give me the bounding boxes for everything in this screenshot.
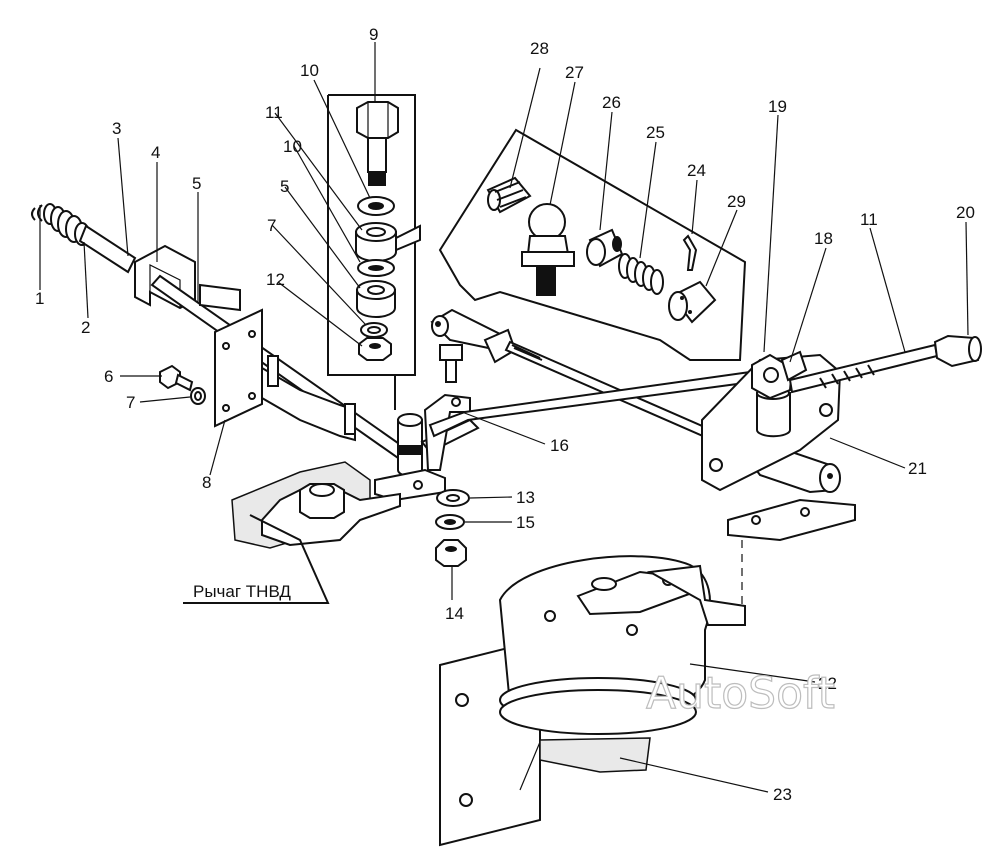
watermark: AutoSoft [646, 668, 835, 719]
knob-20 [933, 334, 982, 368]
inset-fasteners [327, 94, 421, 410]
label-part-27: 27 [565, 63, 584, 82]
pivot-19 [751, 353, 794, 400]
label-part-11-right: 11 [860, 210, 878, 229]
label-part-10-lower: 10 [283, 137, 302, 156]
bushing-10 [355, 222, 421, 262]
label-part-22: 22 [818, 674, 837, 693]
cable-sleeve [78, 224, 137, 274]
label-part-23: 23 [773, 785, 792, 804]
label-part-2: 2 [81, 318, 90, 337]
cap-29 [668, 280, 717, 324]
label-part-5-upper: 5 [280, 177, 289, 196]
label-part-7-upper: 7 [267, 216, 276, 235]
label-part-20: 20 [956, 203, 975, 222]
bolt-9 [356, 101, 399, 186]
actuator-22 [439, 555, 746, 847]
label-part-5: 5 [192, 174, 201, 193]
washer-15 [435, 514, 465, 530]
label-part-6: 6 [104, 367, 113, 386]
label-part-9: 9 [369, 25, 378, 44]
label-part-3: 3 [112, 119, 121, 138]
label-part-8: 8 [202, 473, 211, 492]
label-part-10: 10 [300, 61, 319, 80]
nut-14 [435, 539, 467, 567]
nut-12 [358, 337, 392, 361]
label-part-14: 14 [445, 604, 464, 623]
pump-lever-callout: Рычаг ТНВД [183, 514, 330, 604]
label-part-4: 4 [151, 143, 160, 162]
label-part-25: 25 [646, 123, 665, 142]
label-part-15: 15 [516, 513, 535, 532]
pump-lever-label: Рычаг ТНВД [193, 582, 291, 601]
bolt-6 [159, 364, 194, 392]
spring-25 [618, 253, 664, 295]
inset-ball-joint [438, 128, 747, 361]
label-part-19: 19 [768, 97, 787, 116]
cable-assembly [31, 203, 417, 467]
leader-lines [39, 42, 969, 793]
ball-pin-27 [521, 203, 575, 296]
pump-lever [231, 461, 401, 549]
label-part-28: 28 [530, 39, 549, 58]
cotter-pin-24 [682, 234, 698, 271]
clip-28 [486, 176, 532, 214]
part-number-labels: 1 2 3 4 5 6 7 8 9 10 11 10 5 7 12 13 14 … [35, 25, 975, 804]
label-part-11: 11 [265, 103, 283, 122]
label-part-21: 21 [908, 459, 927, 478]
clip-18 [780, 350, 808, 382]
label-part-13: 13 [516, 488, 535, 507]
label-part-1: 1 [35, 289, 44, 308]
label-part-7: 7 [126, 393, 135, 412]
cup-26 [586, 228, 624, 268]
label-part-24: 24 [687, 161, 706, 180]
label-part-26: 26 [602, 93, 621, 112]
washer-13 [436, 489, 470, 507]
label-part-12: 12 [266, 270, 285, 289]
label-part-29: 29 [727, 192, 746, 211]
cable-boot [43, 203, 90, 246]
bushing-5 [356, 280, 396, 318]
label-part-16: 16 [550, 436, 569, 455]
label-part-18: 18 [814, 229, 833, 248]
central-lever [374, 393, 480, 502]
